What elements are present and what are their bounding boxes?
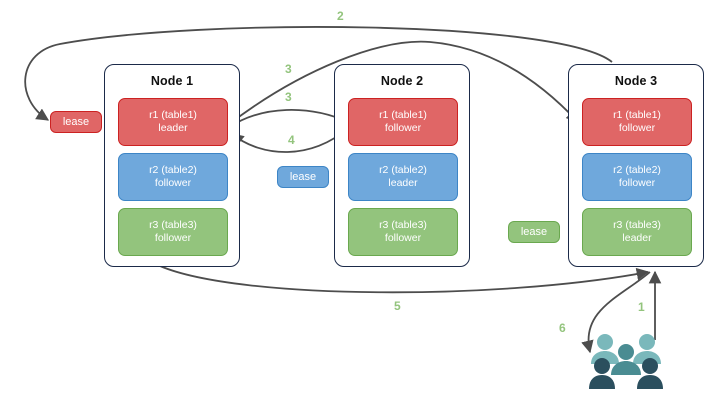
replica-role: follower	[618, 177, 656, 189]
replica-role: leader	[158, 122, 188, 134]
replica-name: r3 (table3)	[149, 219, 197, 231]
lease-pill-r2[interactable]: lease	[277, 166, 329, 188]
users-front-row	[589, 358, 663, 389]
replica-role: follower	[384, 232, 422, 244]
node-box-node1[interactable]: Node 1 r1 (table1) leader r2 (table2) fo…	[104, 64, 240, 267]
replica-node2-r2[interactable]: r2 (table2) leader	[348, 153, 458, 201]
step-label-2: 2	[337, 9, 344, 23]
edge-step-3-lower	[227, 109, 350, 129]
step-label-6: 6	[559, 321, 566, 335]
replica-name: r2 (table2)	[149, 164, 197, 176]
replica-role: leader	[622, 232, 652, 244]
replica-name: r1 (table1)	[149, 109, 197, 121]
edge-step-5	[159, 265, 650, 294]
replica-role: leader	[388, 177, 418, 189]
replica-name: r3 (table3)	[379, 219, 427, 231]
node-title-node2: Node 2	[380, 74, 424, 88]
replica-node2-r3[interactable]: r3 (table3) follower	[348, 208, 458, 256]
replica-name: r2 (table2)	[379, 164, 427, 176]
replica-name: r1 (table1)	[613, 109, 661, 121]
replica-role: follower	[154, 232, 192, 244]
replica-node1-r3[interactable]: r3 (table3) follower	[118, 208, 228, 256]
replica-node3-r1[interactable]: r1 (table1) follower	[582, 98, 692, 146]
replica-node2-r1[interactable]: r1 (table1) follower	[348, 98, 458, 146]
replica-role: follower	[384, 122, 422, 134]
users-group-icon	[589, 334, 663, 389]
node-box-node2[interactable]: Node 2 r1 (table1) follower r2 (table2) …	[334, 64, 470, 267]
replica-name: r2 (table2)	[613, 164, 661, 176]
replica-node3-r3[interactable]: r3 (table3) leader	[582, 208, 692, 256]
node-box-node3[interactable]: Node 3 r1 (table1) follower r2 (table2) …	[568, 64, 704, 267]
node-title-node3: Node 3	[614, 74, 658, 88]
replica-node3-r2[interactable]: r2 (table2) follower	[582, 153, 692, 201]
step-label-1: 1	[638, 300, 645, 314]
replica-role: follower	[154, 177, 192, 189]
replica-node1-r2[interactable]: r2 (table2) follower	[118, 153, 228, 201]
step-label-3a: 3	[285, 62, 292, 76]
replica-name: r3 (table3)	[613, 219, 661, 231]
step-label-3b: 3	[285, 90, 292, 104]
step-label-5: 5	[394, 299, 401, 313]
lease-pill-r3[interactable]: lease	[508, 221, 560, 243]
replica-name: r1 (table1)	[379, 109, 427, 121]
replica-role: follower	[618, 122, 656, 134]
node-title-node1: Node 1	[150, 74, 194, 88]
lease-pill-r1[interactable]: lease	[50, 111, 102, 133]
replica-node1-r1[interactable]: r1 (table1) leader	[118, 98, 228, 146]
step-label-4: 4	[288, 133, 295, 147]
